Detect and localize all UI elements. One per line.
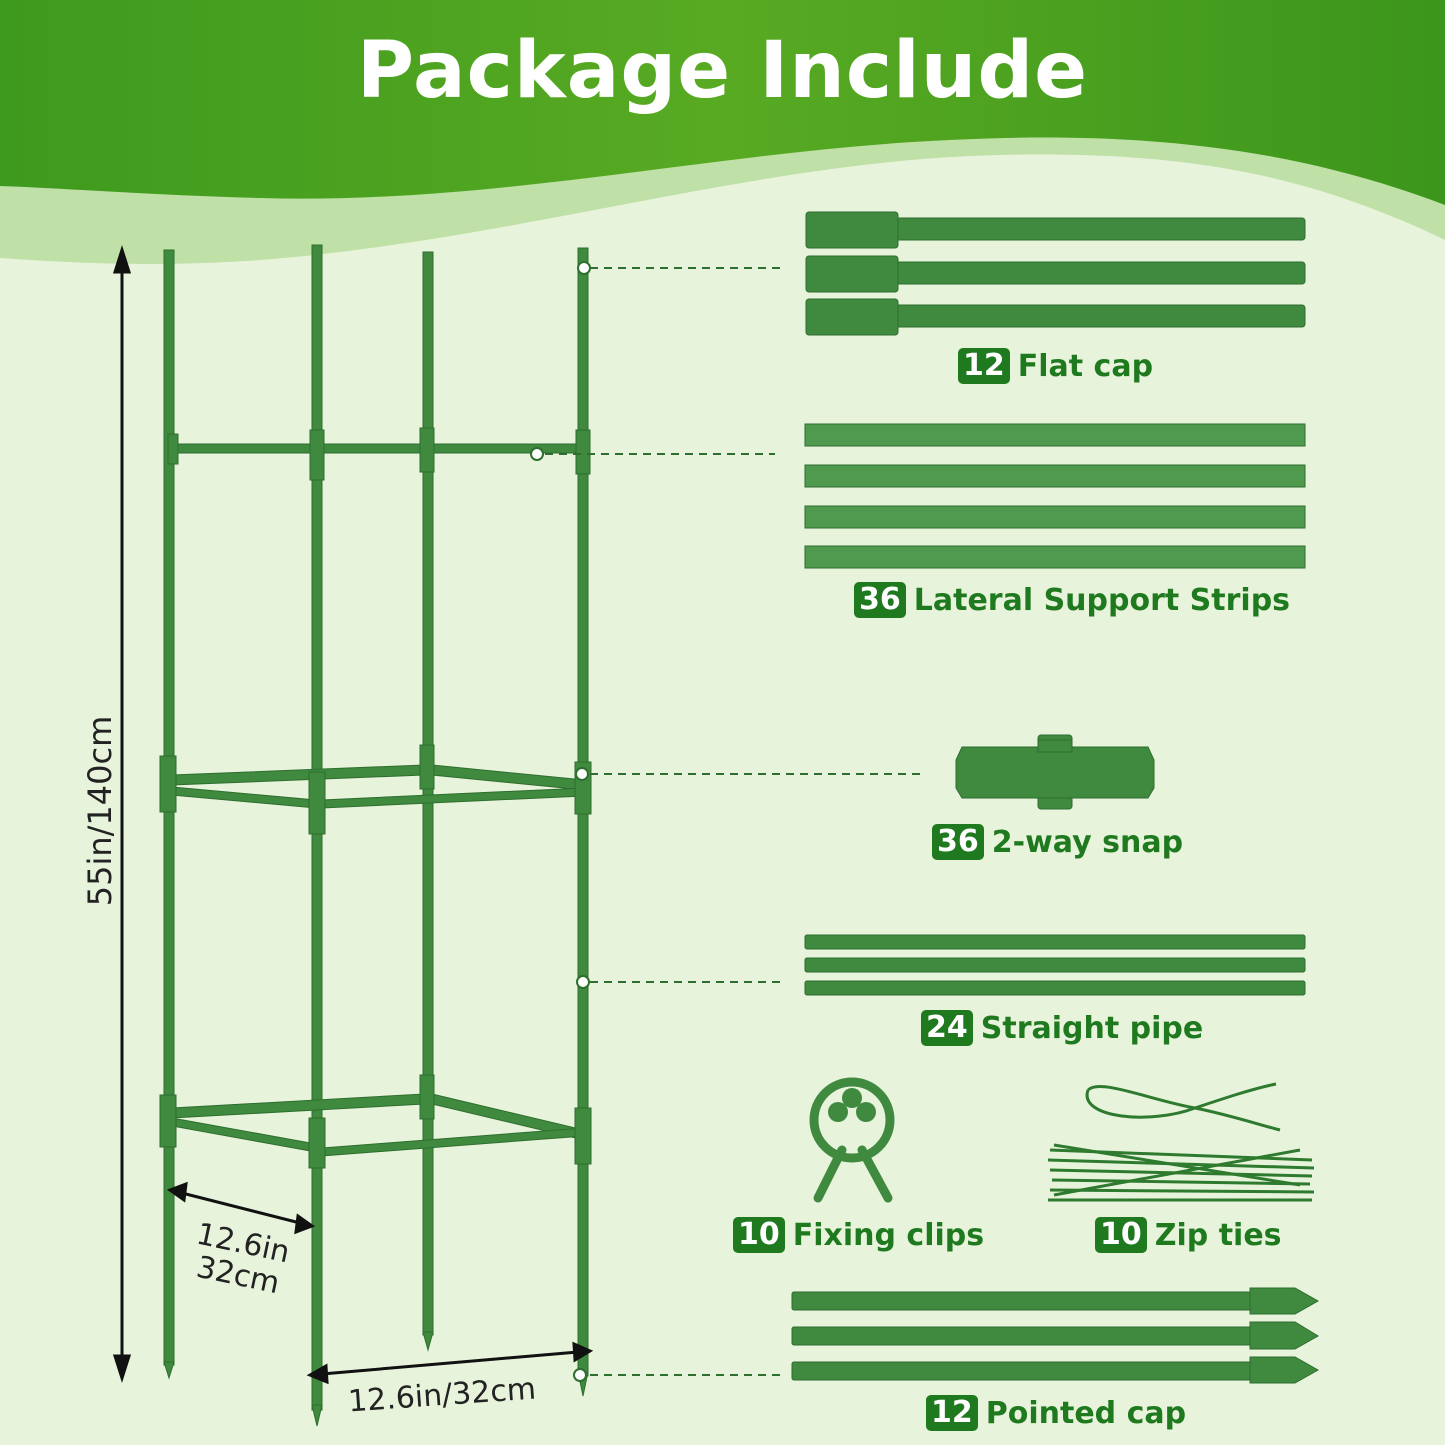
label-pointed-cap: 12 Pointed cap [926, 1395, 1186, 1431]
straight-pipes [804, 934, 1306, 996]
lateral-strips [804, 423, 1306, 569]
label-flat-cap: 12 Flat cap [958, 348, 1153, 384]
zip-ties [1047, 1082, 1315, 1202]
part-name: 2-way snap [991, 824, 1184, 860]
label-zip-ties: 10 Zip ties [1095, 1217, 1282, 1253]
part-name: Zip ties [1154, 1217, 1282, 1253]
flat-cap-pipes [805, 211, 1306, 336]
two-way-snap [955, 734, 1155, 810]
part-name: Straight pipe [980, 1010, 1204, 1046]
label-straight-pipe: 24 Straight pipe [921, 1010, 1203, 1046]
part-name: Fixing clips [792, 1217, 985, 1253]
count-badge: 36 [854, 582, 906, 618]
count-badge: 10 [733, 1217, 785, 1253]
pointed-cap-pipes [791, 1287, 1320, 1384]
count-badge: 24 [921, 1010, 973, 1046]
count-badge: 12 [958, 348, 1010, 384]
label-lateral-strips: 36 Lateral Support Strips [854, 582, 1290, 618]
part-name: Flat cap [1017, 348, 1154, 384]
count-badge: 10 [1095, 1217, 1147, 1253]
part-name: Pointed cap [985, 1395, 1187, 1431]
page-title: Package Include [356, 26, 1089, 116]
fixing-clip [809, 1077, 895, 1203]
count-badge: 12 [926, 1395, 978, 1431]
label-two-way-snap: 36 2-way snap [932, 824, 1183, 860]
height-dimension: 55in/140cm [81, 715, 119, 907]
label-fixing-clips: 10 Fixing clips [733, 1217, 984, 1253]
header-banner [0, 0, 1445, 264]
count-badge: 36 [932, 824, 984, 860]
part-name: Lateral Support Strips [913, 582, 1291, 618]
